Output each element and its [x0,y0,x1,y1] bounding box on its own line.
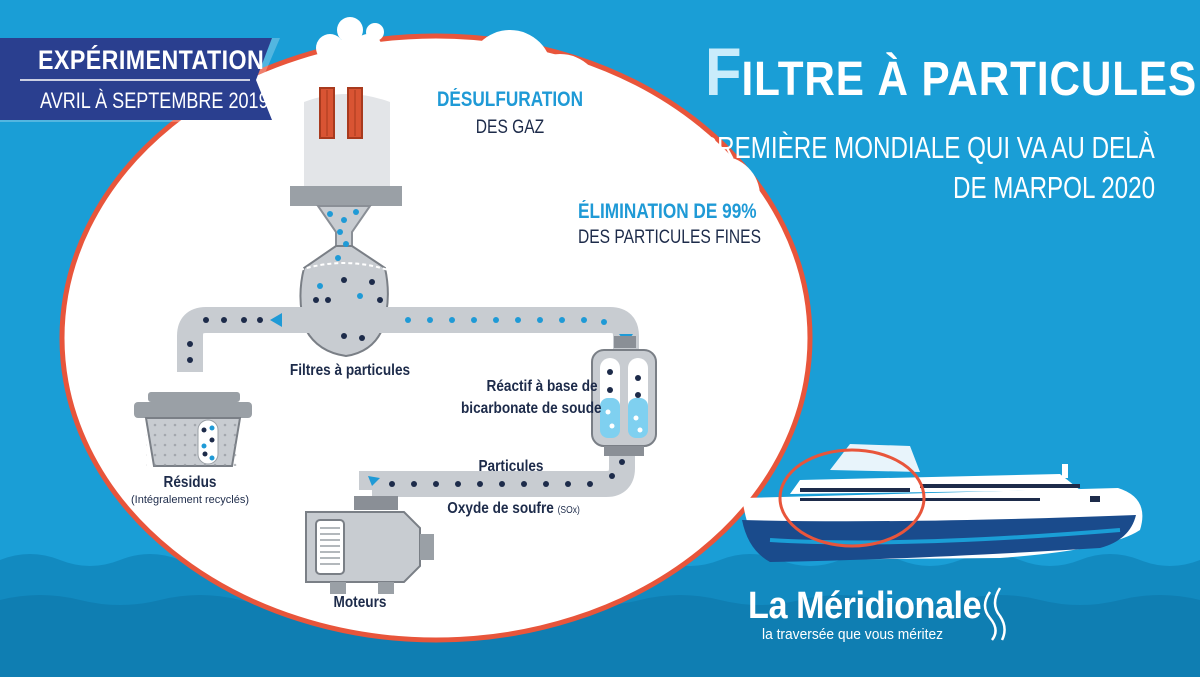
cloud-desulfuration-weak: DES GAZ [475,117,545,138]
label-reagent-line1: Réactif à base de [486,378,598,395]
headline-title: FILTRE À PARTICULES [705,38,1197,106]
label-particles: Particules [478,458,544,475]
smoke-puff [316,17,384,66]
label-engines: Moteurs [333,594,387,611]
brand-name: La Méridionale [748,585,982,627]
experiment-title: EXPÉRIMENTATION [38,45,265,75]
cloud-elimination [560,128,767,304]
label-sulfur-oxide: Oxyde de soufre (SOx) [447,500,580,518]
cloud-desulfuration [414,30,612,188]
label-residues: Résidus [163,474,217,491]
headline-initial: F [705,34,742,110]
label-sulfur-abbr: (SOx) [557,505,580,516]
headline-rest: ILTRE À PARTICULES [741,53,1198,106]
cloud-elimination-weak: DES PARTICULES FINES [578,227,761,248]
chimney [290,87,402,206]
cloud-elimination-strong: ÉLIMINATION DE 99% [578,200,757,223]
label-reagent-line2: bicarbonate de soude [461,400,602,417]
residue-bin [134,392,252,467]
cloud-desulfuration-strong: DÉSULFURATION [436,88,584,111]
reagent-tank [591,336,657,456]
pipe-top [177,307,639,372]
headline-subtitle-line1: UNE PREMIÈRE MONDIALE QUI VA AU DELÀ [643,130,1155,165]
pipe-bottom [359,452,635,497]
brand-tagline: la traversée que vous méritez [762,626,944,643]
headline-subtitle-line2: DE MARPOL 2020 [952,170,1155,205]
label-filters: Filtres à particules [289,362,411,379]
brand-logo-icon [983,587,1006,641]
label-residues-note: (Intégralement recyclés) [131,494,249,506]
experiment-dates: AVRIL À SEPTEMBRE 2019 [40,88,269,113]
experiment-banner [0,38,280,122]
label-sulfur-text: Oxyde de soufre [447,500,554,517]
engine [305,496,434,594]
ferry-ship [742,444,1143,562]
